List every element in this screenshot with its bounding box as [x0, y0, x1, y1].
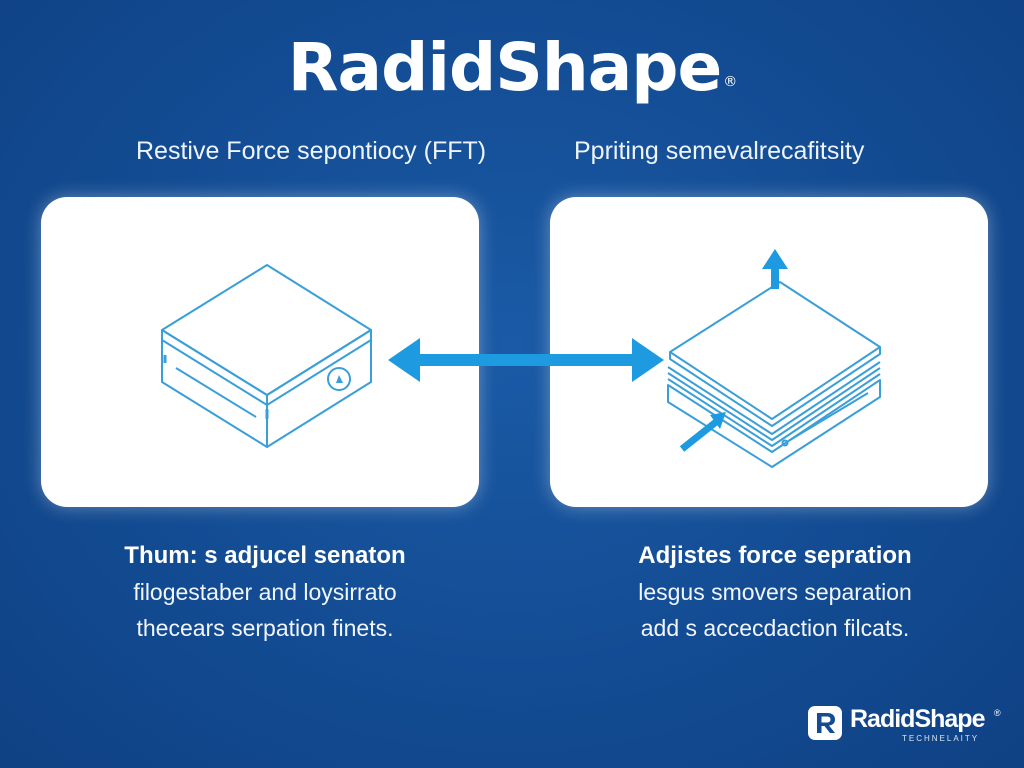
right-panel: [550, 197, 988, 507]
left-caption-line-1: filogestaber and loysirrato: [133, 579, 397, 605]
double-arrow-icon: [388, 338, 664, 382]
subtitle-left: Restive Force sepontiocy (FFT): [136, 137, 487, 165]
left-caption-line-2: thecears serpation finets.: [136, 615, 394, 641]
closed-box-icon: [161, 264, 372, 448]
brand-trademark: ®: [994, 708, 1001, 718]
title-text: RadidShape: [287, 29, 723, 106]
right-caption: Adjistes force sepration lesgus smovers …: [555, 538, 995, 646]
right-caption-line-1: lesgus smovers separation: [638, 579, 912, 605]
title-trademark: ®: [723, 74, 737, 90]
subtitle-right: Ppriting semevalrecafitsity: [574, 137, 865, 165]
brand-name: RadidShape: [850, 705, 985, 733]
page-title: RadidShape®: [0, 28, 1024, 108]
left-caption: Thum: s adjucel senaton filogestaber and…: [45, 538, 485, 646]
left-caption-heading: Thum: s adjucel senaton: [124, 542, 406, 569]
footer-brand: RadidShape ® TECHNELAITY: [806, 702, 1006, 746]
right-caption-line-2: add s accecdaction filcats.: [640, 615, 910, 641]
r-logo-icon: [808, 706, 842, 740]
right-caption-heading: Adjistes force sepration: [638, 542, 912, 569]
brand-tagline: TECHNELAITY: [902, 734, 980, 743]
open-box-icon: [667, 249, 881, 468]
